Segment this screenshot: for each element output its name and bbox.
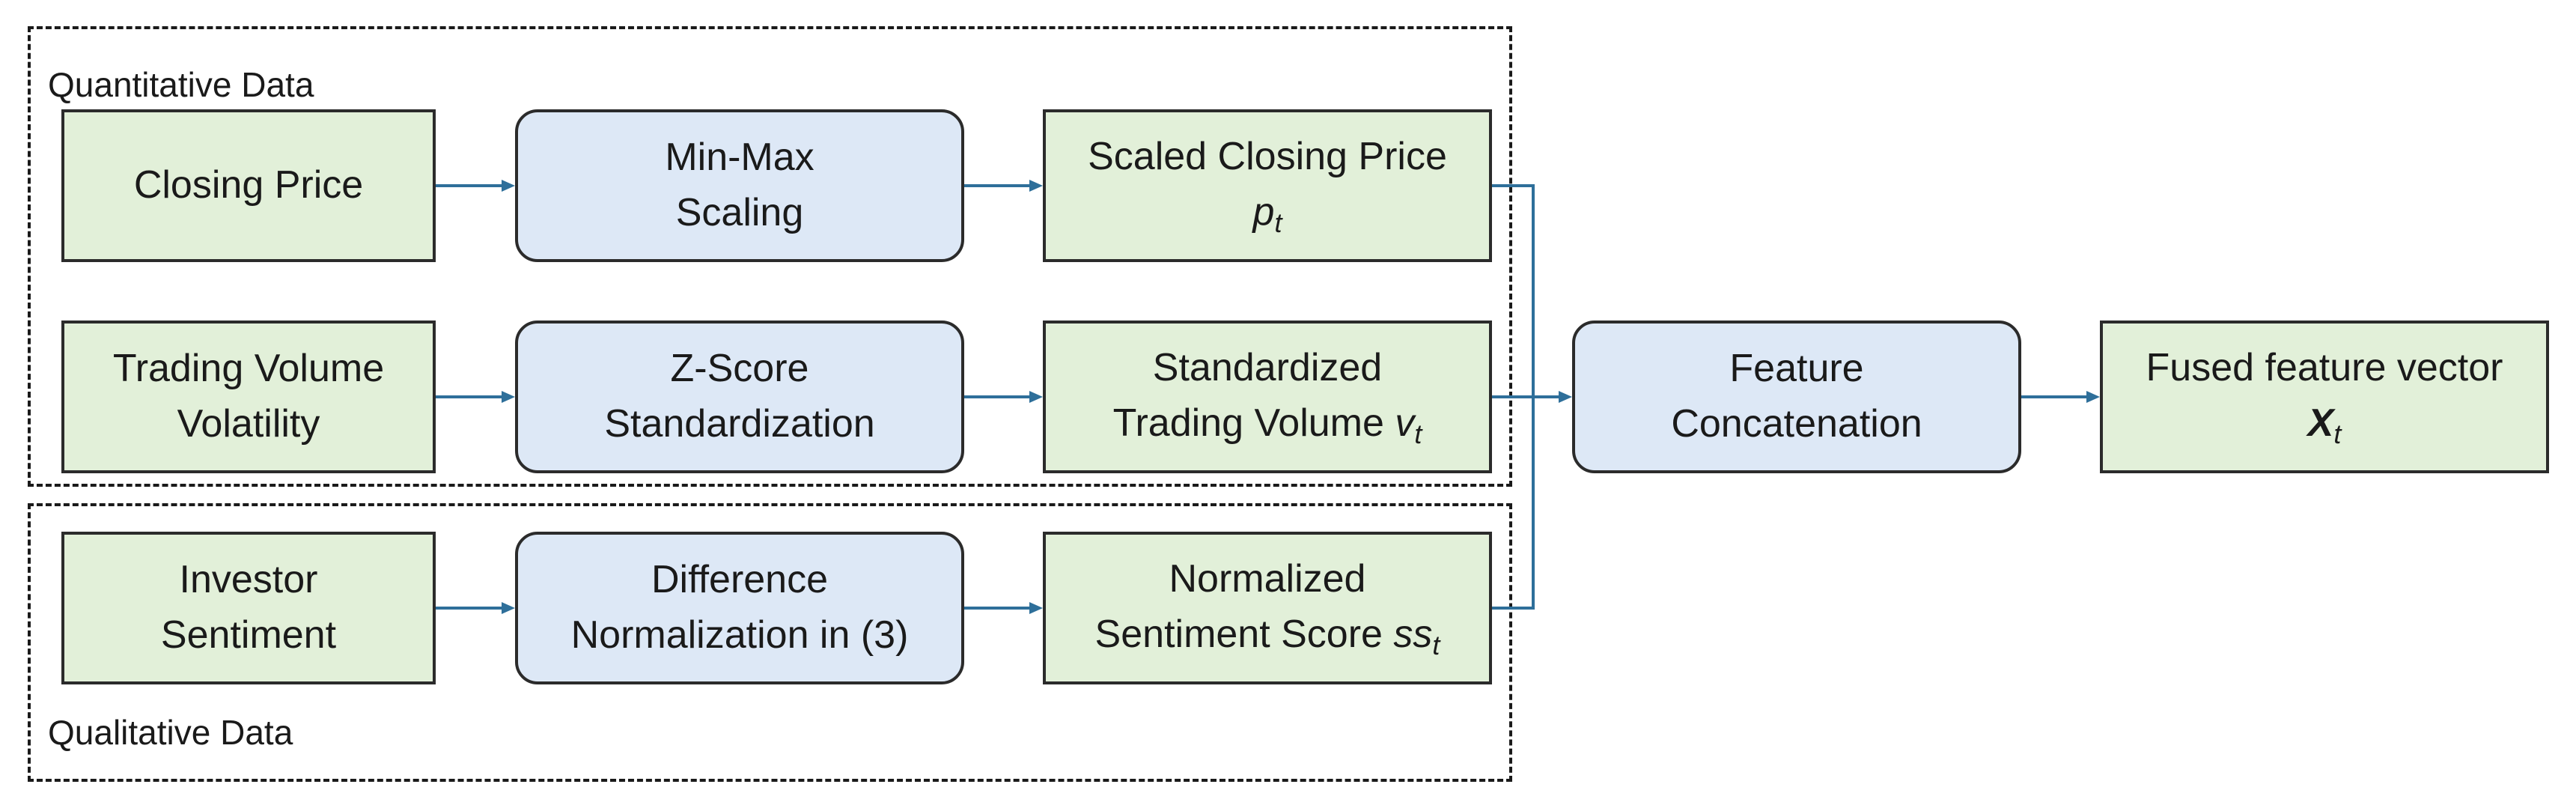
fused-feature-vector-symbol: Xt [2308,396,2342,453]
arrowhead [502,391,515,403]
trading-volume-label-line2: Volatility [177,402,320,446]
closing-price-label: Closing Price [133,163,364,207]
min-max-label-line2: Scaling [675,191,804,234]
standardized-label-line2: Trading Volume vt [1113,396,1422,453]
arrowhead [1559,391,1572,403]
difference-normalization-box: Difference Normalization in (3) [515,532,964,684]
trading-volume-label-line1: Trading Volume [112,347,385,391]
trading-volume-box: Trading Volume Volatility [61,321,436,473]
z-score-standardization-box: Z-Score Standardization [515,321,964,473]
scaled-closing-price-label: Scaled Closing Price [1088,134,1447,178]
standardized-trading-volume-box: Standardized Trading Volume vt [1043,321,1492,473]
symbol-x-subscript: t [2333,418,2342,449]
feature-concatenation-box: Feature Concatenation [1572,321,2021,473]
difference-normalization-label-line2: Normalization in (3) [570,613,909,657]
scaled-closing-price-symbol: pt [1253,185,1282,242]
feature-concatenation-label-line1: Feature [1729,347,1864,391]
z-score-label-line2: Standardization [604,402,875,446]
closing-price-box: Closing Price [61,109,436,262]
fused-feature-vector-label: Fused feature vector [2146,345,2503,389]
difference-normalization-label-line1: Difference [651,558,829,602]
arrowhead [502,602,515,614]
investor-sentiment-label-line1: Investor [179,558,318,602]
min-max-label-line1: Min-Max [665,136,814,180]
quantitative-data-label: Quantitative Data [48,65,314,104]
symbol-ss-subscript: t [1432,629,1440,660]
qualitative-data-group [28,503,1512,782]
symbol-v-subscript: t [1414,418,1422,449]
normalized-label-text: Sentiment Score [1094,612,1383,656]
investor-sentiment-label-line2: Sentiment [160,613,337,657]
arrowhead [1029,602,1043,614]
symbol-v: v [1395,401,1415,445]
symbol-p-subscript: t [1274,207,1282,238]
fused-feature-vector-box: Fused feature vector Xt [2100,321,2549,473]
quantitative-data-group [28,26,1512,487]
arrowhead [2086,391,2100,403]
normalized-label-line1: Normalized [1169,556,1366,601]
investor-sentiment-box: Investor Sentiment [61,532,436,684]
feature-concatenation-label-line2: Concatenation [1671,402,1922,446]
symbol-x: X [2307,401,2334,445]
arrowhead [1029,391,1043,403]
qualitative-data-label: Qualitative Data [48,713,293,752]
normalized-sentiment-score-box: Normalized Sentiment Score sst [1043,532,1492,684]
symbol-p: p [1252,189,1275,234]
symbol-ss: ss [1393,612,1433,656]
min-max-scaling-box: Min-Max Scaling [515,109,964,262]
z-score-label-line1: Z-Score [670,347,809,391]
arrowhead [502,180,515,192]
scaled-closing-price-box: Scaled Closing Price pt [1043,109,1492,262]
arrowhead [1029,180,1043,192]
standardized-label-text: Trading Volume [1112,401,1384,445]
standardized-label-line1: Standardized [1152,345,1383,389]
normalized-label-line2: Sentiment Score sst [1095,607,1440,664]
